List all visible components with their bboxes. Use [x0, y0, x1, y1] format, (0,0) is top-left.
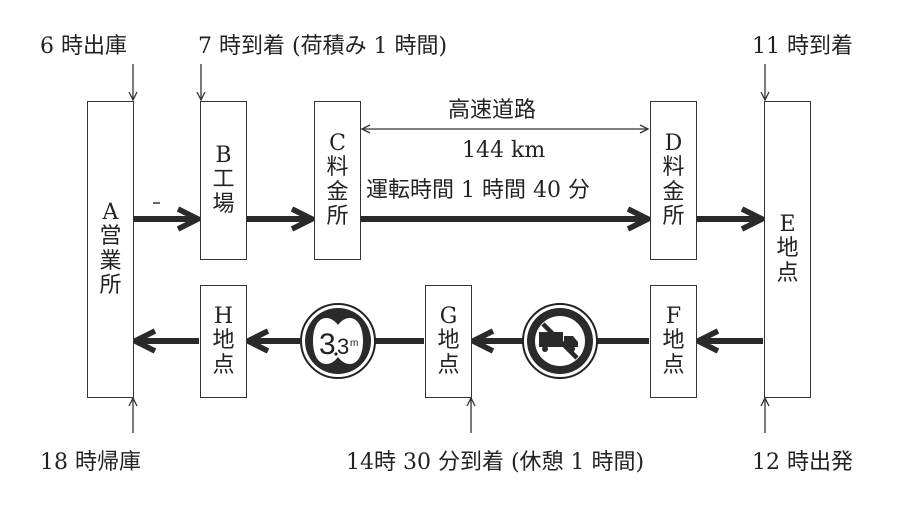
height-limit-unit: m: [350, 338, 358, 349]
node-f-point: F 地 点: [650, 285, 697, 398]
node-h-point: H 地 点: [200, 285, 247, 398]
node-h-name-char: 地: [212, 328, 235, 354]
node-b-letter: B: [215, 143, 232, 169]
height-limit-sign-icon: 3 3 m: [300, 303, 376, 379]
node-e-name-char: 点: [776, 260, 799, 286]
node-f-name-char: 点: [662, 352, 685, 378]
node-d-name-char: 料: [662, 155, 685, 181]
label-a-return: 18 時帰庫: [40, 450, 141, 475]
node-h-name-char: 点: [212, 352, 235, 378]
label-e-depart: 12 時出発: [752, 450, 853, 475]
node-d-tollgate: D 料 金 所: [650, 101, 697, 260]
node-a-name-char: 所: [99, 272, 122, 298]
node-b-name-char: 工: [212, 167, 235, 193]
node-a-letter: A: [102, 200, 119, 226]
label-a-depart: 6 時出庫: [40, 34, 127, 59]
node-g-name-char: 点: [437, 352, 460, 378]
node-g-name-char: 地: [437, 328, 460, 354]
node-g-point: G 地 点: [425, 285, 472, 398]
no-trucks-sign-icon: [522, 303, 598, 379]
route-arrow-height-to-h: [241, 328, 300, 354]
node-f-letter: F: [665, 304, 682, 330]
route-arrow-b-to-c: [247, 206, 319, 232]
node-c-name-char: 所: [326, 203, 349, 229]
node-g-letter: G: [439, 304, 458, 330]
highway-label: 高速道路: [448, 98, 537, 123]
node-c-tollgate: C 料 金 所: [314, 101, 361, 260]
node-c-name-char: 料: [326, 155, 349, 181]
route-arrow-a-to-b: [134, 206, 205, 232]
node-e-point: E 地 点: [764, 101, 811, 398]
route-arrow-c-to-d: [361, 206, 655, 232]
node-h-letter: H: [213, 304, 234, 330]
node-f-name-char: 地: [662, 328, 685, 354]
label-g-arrive: 14時 30 分到着 (休憩 1 時間): [346, 450, 645, 475]
node-e-letter: E: [779, 212, 796, 238]
height-limit-decimal-digit: 3: [337, 334, 349, 359]
highway-distance: 144 km: [462, 138, 546, 163]
node-b-name-char: 場: [212, 191, 235, 217]
highway-drive-time: 運転時間 1 時間 40 分: [366, 178, 590, 203]
node-a-office: A 営 業 所: [87, 101, 134, 398]
node-d-letter: D: [664, 131, 683, 157]
label-b-arrive: 7 時到着 (荷積み 1 時間): [198, 34, 448, 59]
node-d-name-char: 金: [662, 179, 685, 205]
node-a-name-char: 営: [99, 224, 122, 250]
node-e-name-char: 地: [776, 236, 799, 262]
node-c-letter: C: [329, 131, 346, 157]
node-a-name-char: 業: [99, 248, 122, 274]
route-arrow-h-to-a: [128, 328, 199, 354]
label-e-arrive: 11 時到着: [752, 34, 853, 59]
node-d-name-char: 所: [662, 203, 685, 229]
route-arrow-notruck-to-g: [466, 328, 523, 354]
route-arrow-d-to-e: [697, 206, 769, 232]
height-limit-main-digit: 3: [319, 328, 336, 361]
node-c-name-char: 金: [326, 179, 349, 205]
node-b-factory: B 工 場: [200, 101, 247, 260]
route-arrow-e-to-f: [691, 328, 763, 354]
